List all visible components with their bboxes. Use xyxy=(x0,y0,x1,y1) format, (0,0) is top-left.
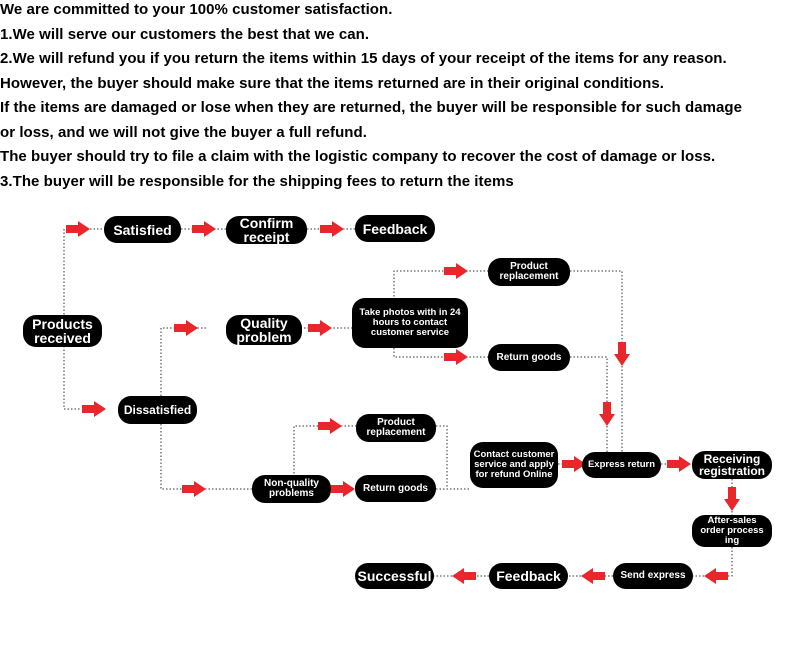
red-arrow-icon xyxy=(192,221,216,237)
red-arrow-left-icon xyxy=(581,568,605,584)
express-return-node: Express return xyxy=(582,452,661,478)
red-arrow-icon xyxy=(182,481,206,497)
red-arrow-icon xyxy=(318,418,342,434)
confirm-receipt-node: Confirm receipt xyxy=(226,216,307,244)
dissatisfied-node: Dissatisfied xyxy=(118,396,197,424)
contact-customer-service-node: Contact customer service and apply for r… xyxy=(470,442,558,488)
red-arrow-icon xyxy=(444,349,468,365)
policy-line: If the items are damaged or lose when th… xyxy=(0,99,742,116)
red-arrow-down-icon xyxy=(614,342,630,366)
red-arrow-icon xyxy=(320,221,344,237)
product-replacement-bottom-node: Product replacement xyxy=(356,414,436,442)
return-goods-bottom-node: Return goods xyxy=(355,475,436,502)
policy-line: or loss, and we will not give the buyer … xyxy=(0,123,367,141)
red-arrow-left-icon xyxy=(704,568,728,584)
red-arrow-icon xyxy=(82,401,106,417)
successful-node: Successful xyxy=(355,563,434,589)
satisfied-node: Satisfied xyxy=(104,216,181,243)
red-arrow-icon xyxy=(66,221,90,237)
quality-problem-node: Quality problem xyxy=(226,315,302,345)
policy-line: However, the buyer should make sure that… xyxy=(0,74,664,92)
red-arrow-down-icon xyxy=(724,487,740,511)
connector-line xyxy=(63,346,80,410)
non-quality-problems-node: Non-quality problems xyxy=(252,475,331,503)
feedback-top-node: Feedback xyxy=(355,215,435,242)
products-received-node: Products received xyxy=(23,315,102,347)
red-arrow-icon xyxy=(444,263,468,279)
policy-line: The buyer should try to file a claim wit… xyxy=(0,148,716,165)
policy-line: 3.The buyer will be responsible for the … xyxy=(0,172,514,190)
policy-text: We are committed to your 100% customer s… xyxy=(0,0,790,194)
after-sales-processing-node: After-sales order process ing xyxy=(692,515,772,547)
red-arrow-icon xyxy=(174,320,198,336)
red-arrow-left-icon xyxy=(452,568,476,584)
red-arrow-down-icon xyxy=(599,402,615,426)
policy-line: 2.We will refund you if you return the i… xyxy=(0,50,727,67)
policy-line: 1.We will serve our customers the best t… xyxy=(0,25,370,43)
take-photos-node: Take photos with in 24 hours to contact … xyxy=(352,298,468,348)
policy-line: We are committed to your 100% customer s… xyxy=(0,1,393,18)
red-arrow-icon xyxy=(667,456,691,472)
red-arrow-icon xyxy=(331,481,355,497)
red-arrow-icon xyxy=(308,320,332,336)
send-express-node: Send express xyxy=(613,563,693,589)
feedback-bottom-node: Feedback xyxy=(489,563,568,589)
return-goods-top-node: Return goods xyxy=(488,344,570,371)
product-replacement-top-node: Product replacement xyxy=(488,258,570,286)
connector-line xyxy=(63,228,66,318)
receiving-registration-node: Receiving registration xyxy=(692,451,772,479)
